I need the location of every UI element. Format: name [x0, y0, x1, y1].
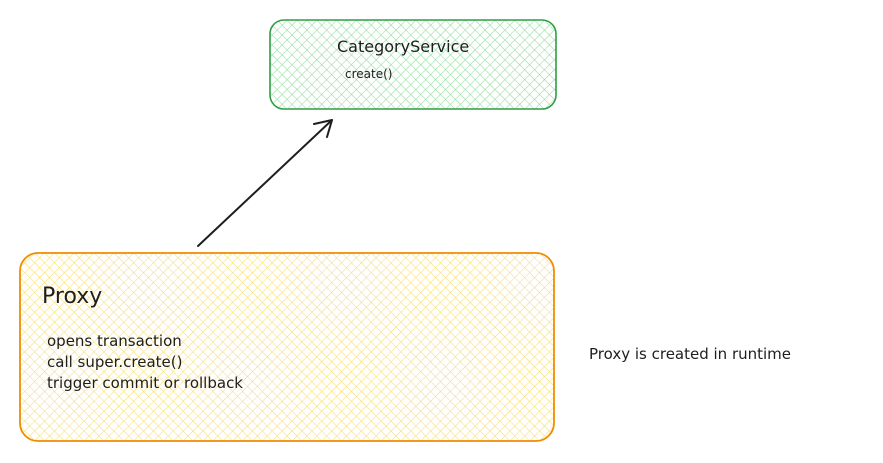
proxy-box-border [19, 252, 555, 442]
category-service-method: create() [345, 67, 393, 81]
proxy-box[interactable] [19, 252, 555, 442]
arrow-shaft [197, 119, 333, 247]
category-service-box-fill [270, 20, 556, 109]
category-service-box[interactable] [269, 19, 557, 110]
proxy-title: Proxy [42, 284, 103, 309]
category-service-title: CategoryService [337, 37, 470, 56]
arrow-head [313, 119, 333, 138]
category-service-box-border [269, 19, 557, 110]
arrow-up-right-icon[interactable] [197, 119, 333, 247]
proxy-box-fill [20, 253, 554, 441]
proxy-step-open-transaction: opens transaction [47, 332, 182, 350]
runtime-note: Proxy is created in runtime [589, 345, 792, 363]
proxy-step-call-super: call super.create() [47, 353, 183, 371]
proxy-step-commit-rollback: trigger commit or rollback [47, 374, 243, 392]
